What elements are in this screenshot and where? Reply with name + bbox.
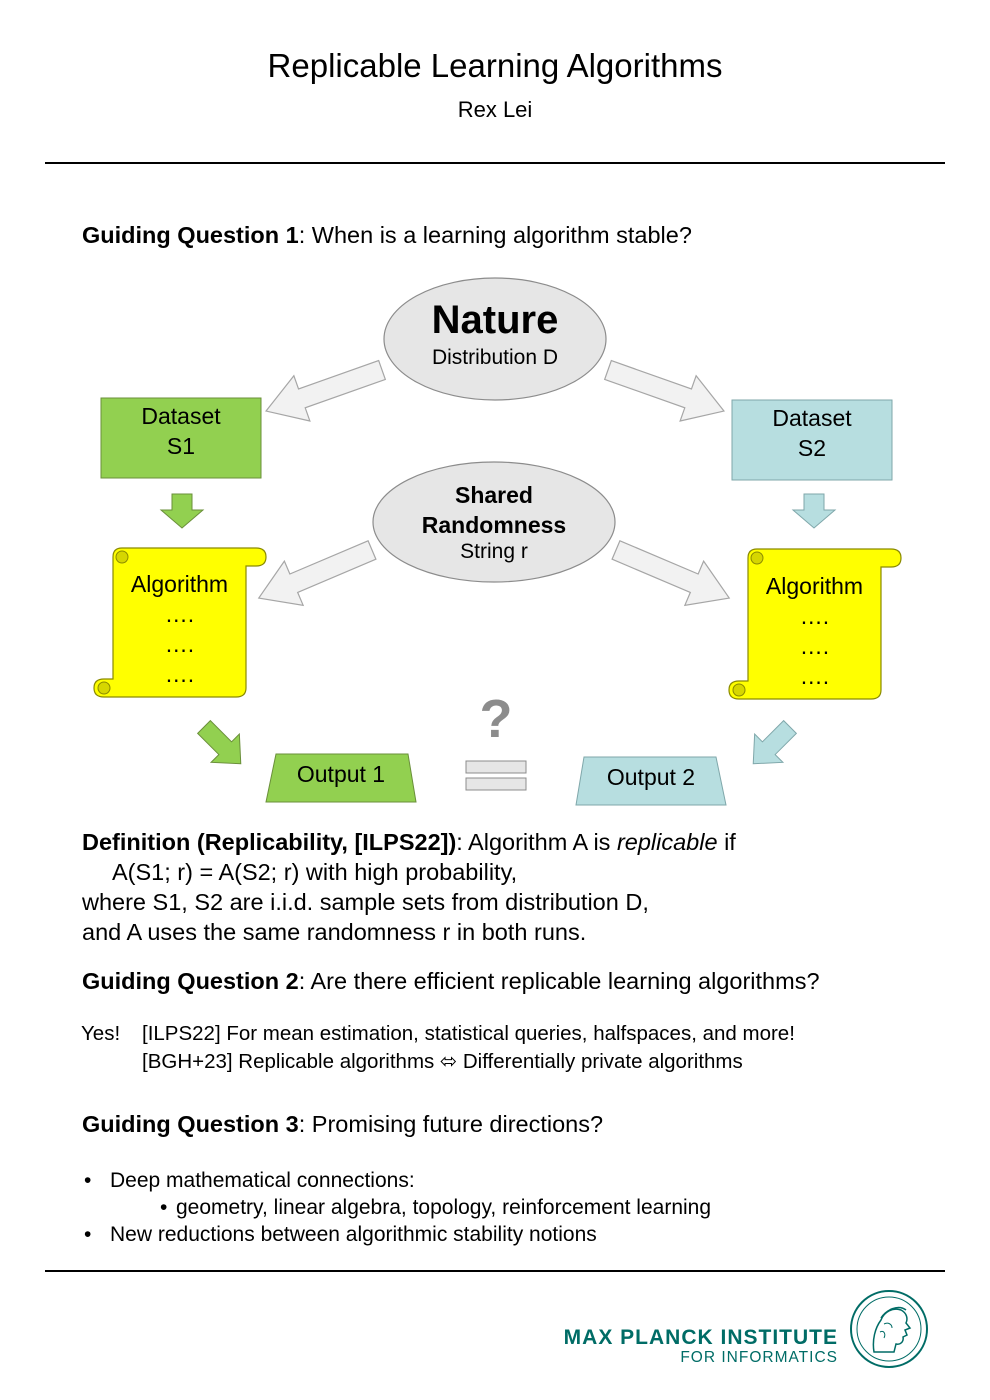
definition-label: Definition (Replicability, [ILPS22]) <box>82 829 457 855</box>
q2-answer-2: [BGH+23] Replicable algorithms ⬄ Differe… <box>142 1048 743 1076</box>
guiding-question-3-text: : Promising future directions? <box>298 1111 604 1137</box>
minerva-logo-icon <box>850 1290 928 1368</box>
output1-shape <box>265 753 417 803</box>
output2-label: Output 2 <box>606 764 696 790</box>
top-divider <box>45 162 945 164</box>
algorithm2-to-output2-arrow <box>752 719 798 765</box>
question-mark-icon: ? <box>479 689 513 749</box>
dataset-s2-line-1: Dataset <box>772 405 852 431</box>
nature-ellipse <box>383 277 607 401</box>
bullet-2-text: geometry, linear algebra, topology, rein… <box>176 1196 712 1219</box>
algorithm2-scroll <box>728 548 902 700</box>
shared-line-1: Shared <box>455 482 533 508</box>
shared-randomness-ellipse <box>372 461 616 583</box>
definition-line-4: and A uses the same randomness r in both… <box>82 919 587 945</box>
guiding-question-2: Guiding Question 2: Are there efficient … <box>82 968 820 995</box>
definition-line-2: A(S1; r) = A(S2; r) with high probabilit… <box>112 859 518 885</box>
algorithm2-dots-3: …. <box>799 663 830 689</box>
nature-subtitle: Distribution D <box>431 346 559 369</box>
q2-yes: Yes! <box>81 1022 121 1045</box>
randomness-to-algorithm1-arrow <box>257 540 377 607</box>
shared-randomness-subtitle: String r <box>460 540 528 563</box>
guiding-question-1-label: Guiding Question 1 <box>82 222 299 248</box>
dataset-s2-label: Dataset S2 <box>732 403 892 463</box>
s2-down-arrow <box>791 493 837 529</box>
q2-answer-2-a: [BGH+23] Replicable algorithms <box>142 1050 440 1073</box>
dataset-s2-box <box>731 399 893 481</box>
s1-down-arrow <box>159 493 205 529</box>
algorithm2-dots-1: …. <box>799 603 830 629</box>
guiding-question-2-label: Guiding Question 2 <box>82 968 299 994</box>
randomness-to-algorithm2-arrow <box>611 540 731 607</box>
algorithm1-to-output1-arrow <box>196 719 242 765</box>
shared-line-2: Randomness <box>421 512 567 538</box>
nature-title: Nature <box>431 298 559 342</box>
algorithm1-dots-2: …. <box>164 631 195 657</box>
nature-to-s1-arrow <box>264 359 387 422</box>
institute-name: MAX PLANCK INSTITUTE <box>563 1326 838 1349</box>
bullet-3-symbol: • <box>84 1223 92 1246</box>
equals-bottom-bar <box>465 777 527 791</box>
bullet-3-text: New reductions between algorithmic stabi… <box>110 1223 597 1246</box>
dataset-s1-line-1: Dataset <box>141 403 221 429</box>
guiding-question-3-label: Guiding Question 3 <box>82 1111 299 1137</box>
algorithm2-title: Algorithm <box>765 573 864 599</box>
algorithm1-scroll <box>93 547 267 698</box>
institute-subtitle: FOR INFORMATICS <box>680 1349 838 1366</box>
guiding-question-3: Guiding Question 3: Promising future dir… <box>82 1111 603 1138</box>
algorithm1-title: Algorithm <box>130 571 229 597</box>
output2-shape <box>575 756 727 806</box>
output1-label: Output 1 <box>296 761 386 787</box>
algorithm1-dots-1: …. <box>164 601 195 627</box>
definition-line-3: where S1, S2 are i.i.d. sample sets from… <box>82 889 649 915</box>
q2-answer-1: [ILPS22] For mean estimation, statistica… <box>142 1022 795 1045</box>
bottom-divider <box>45 1270 945 1272</box>
bullet-2-symbol: • <box>160 1196 168 1219</box>
equals-top-bar <box>465 760 527 774</box>
bullet-1-text: Deep mathematical connections: <box>110 1169 415 1192</box>
guiding-question-1: Guiding Question 1: When is a learning a… <box>82 222 692 249</box>
definition-line-1: Definition (Replicability, [ILPS22]): Al… <box>82 827 736 857</box>
dataset-s2-line-2: S2 <box>797 435 827 461</box>
nature-to-s2-arrow <box>603 359 726 422</box>
bullet-1-symbol: • <box>84 1169 92 1192</box>
author-name: Rex Lei <box>457 97 533 122</box>
definition-emphasis: replicable <box>616 829 718 855</box>
shared-randomness-title: Shared Randomness <box>374 480 614 540</box>
q2-answer-2-b: Differentially private algorithms <box>457 1050 743 1073</box>
algorithm2-label: Algorithm …. …. …. <box>748 571 881 691</box>
definition-text-b: if <box>717 829 736 855</box>
algorithm1-dots-3: …. <box>164 661 195 687</box>
dataset-s1-line-2: S1 <box>166 433 196 459</box>
definition-text-a: : Algorithm A is <box>456 829 617 855</box>
definition-block: Definition (Replicability, [ILPS22]): Al… <box>82 827 736 947</box>
dataset-s1-label: Dataset S1 <box>101 401 261 461</box>
algorithm1-label: Algorithm …. …. …. <box>113 569 246 689</box>
guiding-question-1-text: : When is a learning algorithm stable? <box>298 222 692 248</box>
algorithm2-dots-2: …. <box>799 633 830 659</box>
equivalence-arrow-icon: ⬄ <box>439 1050 458 1073</box>
guiding-question-2-text: : Are there efficient replicable learnin… <box>298 968 820 994</box>
dataset-s1-box <box>100 397 262 479</box>
page-title: Replicable Learning Algorithms <box>267 47 723 84</box>
